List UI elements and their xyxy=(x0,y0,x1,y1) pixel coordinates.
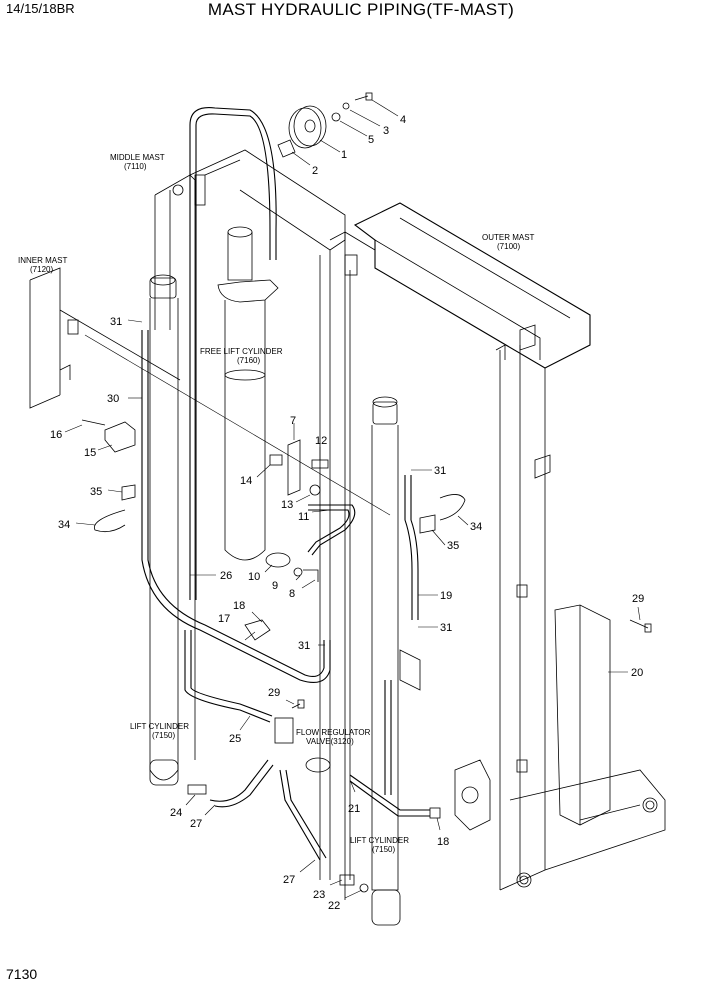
lift-cylinder-right xyxy=(371,396,401,926)
callout-34-a: 34 xyxy=(58,519,70,531)
inner-mast xyxy=(29,267,391,516)
callout-35-b: 35 xyxy=(447,540,459,552)
callout-7: 7 xyxy=(290,415,296,427)
page-number: 7130 xyxy=(6,966,38,982)
callout-22: 22 xyxy=(328,900,340,912)
callout-26: 26 xyxy=(220,570,232,582)
callout-5: 5 xyxy=(368,134,374,146)
label-lift-cylinder-right-code: (7150) xyxy=(372,845,395,854)
hydraulic-lines xyxy=(141,107,430,861)
callout-13: 13 xyxy=(281,499,293,511)
callout-30: 30 xyxy=(107,393,119,405)
callout-20: 20 xyxy=(631,667,643,679)
label-inner-mast: INNER MAST xyxy=(18,256,67,265)
callout-10: 10 xyxy=(248,571,260,583)
model-number: 14/15/18BR xyxy=(6,1,75,16)
assembly-labels: MIDDLE MAST (7110) INNER MAST (7120) OUT… xyxy=(18,153,535,854)
label-free-lift-cylinder-code: (7160) xyxy=(237,356,260,365)
callout-21: 21 xyxy=(348,803,360,815)
label-flow-regulator: FLOW REGULATOR xyxy=(296,728,371,737)
callout-2: 2 xyxy=(312,165,318,177)
callout-1: 1 xyxy=(341,149,347,161)
label-free-lift-cylinder: FREE LIFT CYLINDER xyxy=(200,347,283,356)
callout-34-b: 34 xyxy=(470,521,482,533)
callout-14: 14 xyxy=(240,475,252,487)
label-middle-mast-code: (7110) xyxy=(124,162,147,171)
page-title: MAST HYDRAULIC PIPING(TF-MAST) xyxy=(207,0,515,19)
callout-31-d: 31 xyxy=(298,640,310,652)
callout-24: 24 xyxy=(170,807,182,819)
callout-17: 17 xyxy=(218,613,230,625)
callout-18-a: 18 xyxy=(233,600,245,612)
callout-31-a: 31 xyxy=(110,316,122,328)
callout-19: 19 xyxy=(440,590,452,602)
label-lift-cylinder-right: LIFT CYLINDER xyxy=(350,836,409,845)
callout-31-b: 31 xyxy=(434,465,446,477)
callout-9: 9 xyxy=(272,580,278,592)
callout-11: 11 xyxy=(298,511,309,523)
callout-27-b: 27 xyxy=(283,874,295,886)
label-flow-regulator-code: VALVE(3120) xyxy=(306,737,354,746)
outer-mast xyxy=(329,202,666,900)
callout-25: 25 xyxy=(229,733,241,745)
callout-18-b: 18 xyxy=(437,836,449,848)
free-lift-cylinder xyxy=(217,226,279,561)
label-outer-mast-code: (7100) xyxy=(497,242,520,251)
callout-15: 15 xyxy=(84,447,96,459)
callout-4: 4 xyxy=(400,114,406,126)
small-parts xyxy=(81,92,652,893)
lift-cylinder-left xyxy=(149,274,179,786)
label-inner-mast-code: (7120) xyxy=(30,265,53,274)
callout-29-b: 29 xyxy=(268,687,280,699)
callout-8: 8 xyxy=(289,588,295,600)
leader-lines xyxy=(64,99,641,899)
callout-35-a: 35 xyxy=(90,486,102,498)
callout-31-c: 31 xyxy=(440,622,452,634)
label-outer-mast: OUTER MAST xyxy=(482,233,535,242)
callout-27-a: 27 xyxy=(190,818,202,830)
callout-12: 12 xyxy=(315,435,327,447)
middle-mast xyxy=(154,149,346,880)
label-lift-cylinder-left: LIFT CYLINDER xyxy=(130,722,189,731)
callout-16: 16 xyxy=(50,429,62,441)
callout-numbers: 1 2 3 4 5 7 12 14 13 11 10 9 8 26 31 30 … xyxy=(50,114,644,912)
label-middle-mast: MIDDLE MAST xyxy=(110,153,165,162)
callout-23: 23 xyxy=(313,889,325,901)
callout-3: 3 xyxy=(383,125,389,137)
callout-29-a: 29 xyxy=(632,593,644,605)
label-lift-cylinder-left-code: (7150) xyxy=(152,731,175,740)
